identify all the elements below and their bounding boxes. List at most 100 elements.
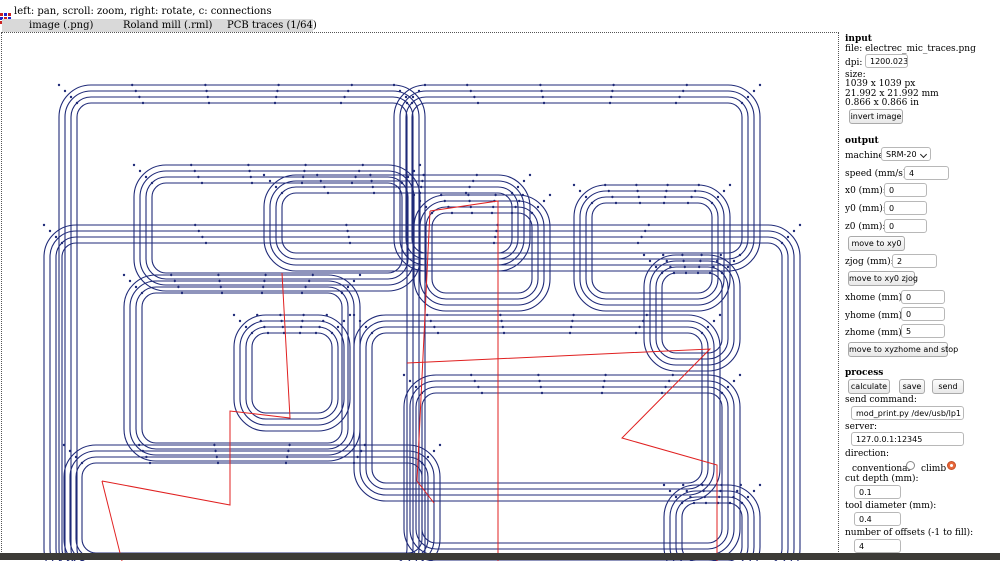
trace-direction-marker [372,191,376,195]
trace-direction-marker [352,279,356,283]
size-mm: 21.992 x 21.992 mm [845,89,939,99]
trace-direction-marker [424,205,428,209]
trace-direction-marker [740,501,744,505]
trace-offset-path [69,450,435,561]
send-command-input[interactable]: mod_print.py /dev/usb/lp1 ';' [851,406,964,420]
move-to-xyzhome-button[interactable]: move to xyzhome and stop [848,342,958,357]
trace-direction-marker [423,83,427,87]
trace-direction-marker [522,179,526,183]
offsets-input[interactable]: 4 [854,539,901,553]
trace-direction-marker [660,391,664,395]
trace-direction-marker [539,83,542,87]
trace-direction-marker [647,223,650,227]
trace-direction-marker [370,331,374,335]
trace-direction-marker [400,181,404,185]
trace-direction-marker [538,379,541,383]
y0-input[interactable]: 0 [884,201,927,215]
machine-select[interactable]: SRM-20 [881,147,931,161]
trace-direction-marker [316,173,319,177]
trace-direction-marker [345,223,348,227]
trace-direction-marker [204,241,208,245]
trace-direction-marker [469,89,472,93]
trace-offset-path [275,186,519,260]
trace-direction-marker [352,461,356,465]
trace-direction-marker [141,101,145,105]
trace-direction-marker [326,191,330,195]
trace-offset-path [123,274,361,462]
trace-direction-marker [469,205,472,209]
trace-direction-marker [495,229,498,233]
dpi-input[interactable]: 1200.023 [865,54,908,68]
menu-image-png[interactable]: image (.png) [29,20,94,31]
trace-direction-marker [502,331,506,335]
trace-direction-marker [645,313,648,317]
trace-direction-marker [244,325,248,329]
trace-direction-marker [674,495,678,499]
yhome-input[interactable]: 0 [901,307,945,321]
trace-direction-marker [322,319,325,323]
trace-direction-marker [699,259,702,263]
send-button[interactable]: send [932,379,964,394]
z0-input[interactable]: 0 [884,219,927,233]
trace-direction-marker [138,169,142,173]
speed-label: speed (mm/s): [845,169,910,179]
menu-pcb-traces[interactable]: PCB traces (1/64) [227,20,317,31]
trace-direction-marker [422,173,425,177]
zhome-input[interactable]: 5 [901,324,945,338]
xhome-input[interactable]: 0 [901,290,945,304]
trace-direction-marker [48,229,52,233]
invert-image-button[interactable]: invert image [849,109,903,124]
trace-direction-marker [314,331,318,335]
tool-diameter-input[interactable]: 0.4 [854,512,901,526]
trace-direction-marker [450,211,454,215]
trace-offset-path [49,230,795,561]
climb-radio[interactable] [947,461,956,470]
usage-hint: left: pan, scroll: zoom, right: rotate, … [0,4,272,24]
trace-direction-marker [238,319,242,323]
x0-label: x0 (mm): [845,186,886,196]
calculate-button[interactable]: calculate [848,379,890,394]
trace-direction-marker [603,379,606,383]
trace-direction-marker [700,331,704,335]
trace-direction-marker [746,95,750,99]
trace-direction-marker [219,285,222,289]
move-to-xy0-button[interactable]: move to xy0 [848,236,905,251]
trace-direction-marker [716,259,719,263]
trace-direction-marker [301,319,304,323]
trace-offset-path [431,212,533,294]
trace-direction-marker [682,89,685,93]
move-to-xy0-zjog-button[interactable]: move to xy0 zjog [848,271,918,286]
trace-direction-marker [636,189,639,193]
server-input[interactable]: 127.0.0.1:12345 [851,432,964,446]
trace-direction-marker [274,185,278,189]
trace-direction-marker [685,83,688,87]
trace-direction-marker [638,201,642,205]
toolpath-canvas[interactable] [1,32,839,561]
trace-direction-marker [722,189,726,193]
menu-roland-mill[interactable]: Roland mill (.rml) [123,20,213,31]
x0-input[interactable]: 0 [884,183,927,197]
trace-direction-marker [611,89,614,93]
trace-direction-marker [259,319,262,323]
conventional-radio[interactable] [906,461,915,470]
trace-direction-marker [666,183,669,187]
trace-direction-marker [217,273,220,277]
trace-direction-marker [363,443,366,447]
trace-direction-marker [80,461,84,465]
cut-depth-input[interactable]: 0.1 [854,485,901,499]
save-button[interactable]: save [899,379,925,394]
trace-direction-marker [302,313,305,317]
trace-direction-marker [364,325,368,329]
trace-direction-marker [342,319,346,323]
trace-direction-marker [464,191,468,195]
process-section-title: process [845,368,884,378]
trace-direction-marker [213,443,216,447]
speed-input[interactable]: 4 [904,166,949,180]
taskbar-edge [0,553,1000,560]
trace-direction-marker [282,331,286,335]
trace-direction-marker [358,273,362,277]
trace-direction-marker [746,495,750,499]
zjog-input[interactable]: 2 [892,254,937,268]
rapid-move-line [429,200,499,561]
trace-direction-marker [473,379,476,383]
